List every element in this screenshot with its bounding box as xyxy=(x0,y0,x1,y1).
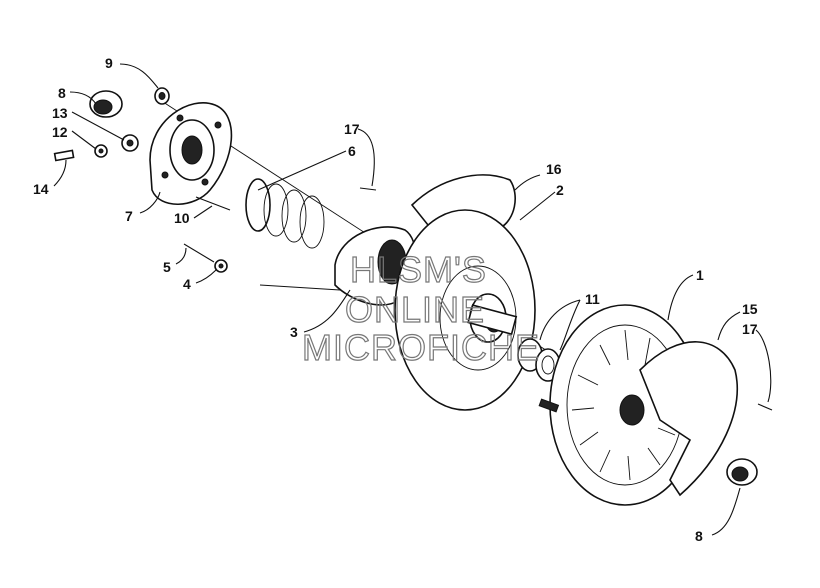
callout-17-top: 17 xyxy=(344,121,360,137)
part-15-shield xyxy=(639,341,739,497)
watermark-line3: MICROFICHE xyxy=(302,327,540,368)
callout-13: 13 xyxy=(52,105,68,121)
part-10-bolt xyxy=(195,196,231,211)
part-5-bolt xyxy=(183,243,215,263)
callout-2: 2 xyxy=(556,182,564,198)
callout-4: 4 xyxy=(183,276,191,292)
callout-17-right: 17 xyxy=(742,321,758,337)
part-8-bushing-bottom xyxy=(726,458,758,486)
part-7-spider-plate xyxy=(149,102,233,205)
watermark-line2: ONLINE xyxy=(345,289,485,330)
callout-1: 1 xyxy=(696,267,704,283)
part-6-spring xyxy=(245,178,325,249)
part-4-nut xyxy=(214,259,228,273)
part-13-cap xyxy=(121,134,139,152)
callout-14: 14 xyxy=(33,181,49,197)
part-9-nut xyxy=(154,87,170,105)
leader-lines xyxy=(53,63,772,536)
callout-11: 11 xyxy=(585,291,600,307)
callout-labels: 9 8 13 12 14 7 10 17 6 16 2 5 4 3 11 1 1… xyxy=(33,55,758,544)
callout-9: 9 xyxy=(105,55,113,71)
watermark: HLSM'S ONLINE MICROFICHE xyxy=(301,248,540,368)
callout-8-bottom: 8 xyxy=(695,528,703,544)
part-17-screw-right xyxy=(757,403,773,411)
callout-7: 7 xyxy=(125,208,133,224)
callout-16: 16 xyxy=(546,161,562,177)
watermark-line1: HLSM'S xyxy=(350,249,487,290)
part-8-bushing-top xyxy=(89,90,123,118)
part-17-screw-top xyxy=(359,187,377,191)
part-14-pin xyxy=(53,149,75,162)
callout-10: 10 xyxy=(174,210,190,226)
part-11-washers xyxy=(517,338,561,382)
callout-6: 6 xyxy=(348,143,356,159)
callout-12: 12 xyxy=(52,124,68,140)
part-12-washer xyxy=(94,144,108,158)
callout-5: 5 xyxy=(163,259,171,275)
part-2-sheave xyxy=(394,209,536,411)
callout-8-top: 8 xyxy=(58,85,66,101)
part-3-cam xyxy=(334,226,417,306)
callout-3: 3 xyxy=(290,324,298,340)
callout-15: 15 xyxy=(742,301,758,317)
